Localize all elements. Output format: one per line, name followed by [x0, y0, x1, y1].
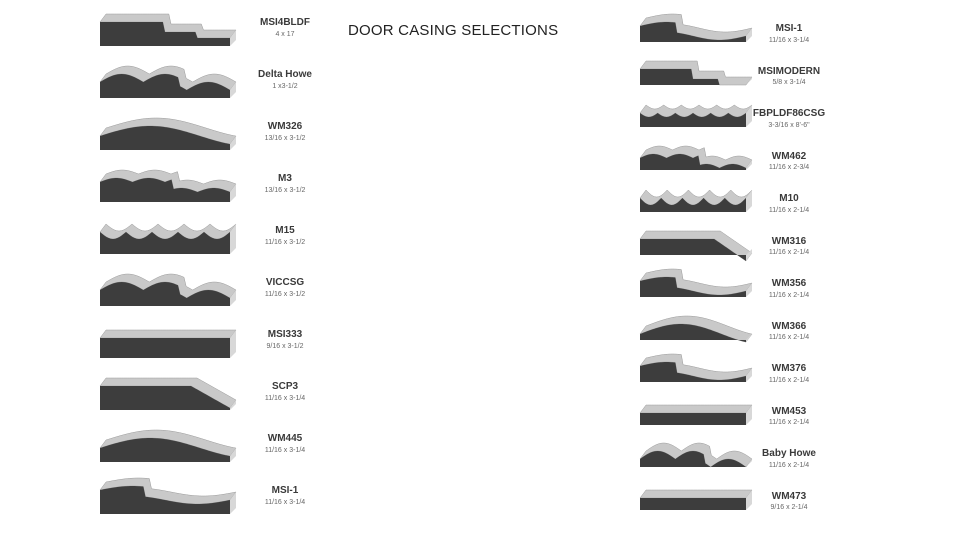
casing-name: SCP3	[271, 381, 299, 392]
casing-label: M15 11/16 x 3-1/2	[240, 225, 330, 246]
casing-name: Baby Howe	[762, 448, 816, 459]
casing-profile-icon	[639, 353, 753, 382]
casing-label: Delta Howe 1 x3-1/2	[240, 69, 330, 90]
casing-name: WM326	[267, 121, 303, 132]
casing-name: MSI-1	[271, 485, 299, 496]
casing-size: 11/16 x 2-1/4	[768, 419, 810, 426]
casing-size: 11/16 x 3-1/2	[264, 238, 306, 246]
casing-label: MSI333 9/16 x 3-1/2	[240, 329, 330, 350]
casing-name: VICCSG	[265, 277, 305, 288]
casing-size: 11/16 x 2-1/4	[768, 291, 810, 299]
casing-profile-icon	[639, 404, 753, 425]
casing-name: Delta Howe	[258, 69, 312, 80]
casing-name: WM473	[771, 490, 807, 502]
casing-profile-icon	[639, 104, 753, 127]
casing-label: FBPLDF86CSG 3-3/16 x 8'-6"	[744, 108, 834, 129]
casing-name: M15	[275, 225, 295, 236]
casing-size: 11/16 x 2-3/4	[768, 164, 810, 171]
casing-label: MSI-1 11/16 x 3-1/4	[240, 485, 330, 506]
casing-label: WM376 11/16 x 2-1/4	[744, 363, 834, 384]
casing-label: WM453 11/16 x 2-1/4	[744, 405, 834, 427]
casing-profile-icon	[639, 145, 753, 170]
casing-profile-icon	[639, 489, 753, 510]
casing-name: M10	[779, 193, 799, 204]
casing-size: 11/16 x 3-1/4	[264, 446, 306, 454]
casing-name: WM453	[771, 405, 807, 417]
casing-profile-icon	[99, 377, 237, 410]
casing-label: WM316 11/16 x 2-1/4	[744, 235, 834, 257]
casing-profile-icon	[639, 442, 753, 468]
casing-profile-icon	[99, 169, 237, 202]
casing-profile-icon	[99, 329, 237, 358]
casing-label: WM356 11/16 x 2-1/4	[744, 278, 834, 299]
casing-name: WM445	[267, 433, 303, 444]
casing-size: 4 x 17	[275, 30, 295, 38]
casing-size: 11/16 x 3-1/4	[768, 36, 810, 44]
casing-label: MSI4BLDF 4 x 17	[240, 17, 330, 38]
casing-profile-icon	[639, 268, 753, 297]
casing-size: 11/16 x 3-1/2	[264, 290, 306, 298]
casing-label: SCP3 11/16 x 3-1/4	[240, 381, 330, 402]
casing-name: WM366	[771, 320, 807, 332]
casing-size: 11/16 x 2-1/4	[768, 461, 810, 469]
casing-label: Baby Howe 11/16 x 2-1/4	[744, 448, 834, 469]
casing-label: WM366 11/16 x 2-1/4	[744, 320, 834, 342]
casing-name: FBPLDF86CSG	[752, 108, 826, 119]
casing-name: WM356	[771, 278, 807, 289]
casing-label: WM473 9/16 x 2-1/4	[744, 490, 834, 512]
casing-size: 9/16 x 3-1/2	[266, 342, 304, 350]
casing-label: M3 13/16 x 3-1/2	[240, 173, 330, 194]
casing-profile-icon	[99, 223, 237, 254]
casing-size: 11/16 x 2-1/4	[768, 376, 810, 384]
casing-label: WM445 11/16 x 3-1/4	[240, 433, 330, 454]
casing-profile-icon	[639, 189, 753, 212]
casing-size: 1 x3-1/2	[272, 82, 298, 90]
casing-name: MSI-1	[775, 23, 803, 34]
casing-profile-icon	[99, 65, 237, 98]
casing-size: 11/16 x 3-1/4	[264, 498, 306, 506]
casing-label: WM462 11/16 x 2-3/4	[744, 150, 834, 172]
casing-profile-icon	[99, 117, 237, 150]
casing-name: WM376	[771, 363, 807, 374]
casing-profile-icon	[99, 273, 237, 306]
casing-size: 11/16 x 3-1/4	[264, 394, 306, 402]
casing-size: 11/16 x 2-1/4	[768, 206, 810, 214]
casing-name: MSI4BLDF	[260, 17, 310, 28]
casing-profile-icon	[99, 429, 237, 462]
casing-label: MSIMODERN 5/8 x 3-1/4	[744, 65, 834, 87]
casing-size: 13/16 x 3-1/2	[264, 186, 306, 194]
casing-name: WM316	[771, 235, 807, 247]
casing-profile-icon	[639, 13, 753, 42]
casing-name: M3	[278, 173, 292, 184]
casing-profile-icon	[639, 60, 753, 85]
casing-name: WM462	[771, 150, 807, 162]
casing-size: 11/16 x 2-1/4	[768, 334, 810, 341]
casing-name: MSI333	[267, 329, 303, 340]
casing-label: VICCSG 11/16 x 3-1/2	[240, 277, 330, 298]
casing-size: 5/8 x 3-1/4	[772, 79, 806, 86]
casing-size: 13/16 x 3-1/2	[264, 134, 306, 142]
casing-size: 11/16 x 2-1/4	[768, 249, 810, 256]
casing-label: M10 11/16 x 2-1/4	[744, 193, 834, 214]
page-title: DOOR CASING SELECTIONS	[348, 22, 559, 39]
casing-profile-icon	[639, 230, 753, 261]
casing-size: 3-3/16 x 8'-6"	[768, 121, 810, 129]
casing-label: MSI-1 11/16 x 3-1/4	[744, 23, 834, 44]
casing-profile-icon	[639, 315, 753, 342]
casing-name: MSIMODERN	[757, 65, 821, 77]
casing-profile-icon	[99, 13, 237, 46]
casing-size: 9/16 x 2-1/4	[770, 504, 808, 511]
casing-profile-icon	[99, 477, 237, 514]
casing-label: WM326 13/16 x 3-1/2	[240, 121, 330, 142]
